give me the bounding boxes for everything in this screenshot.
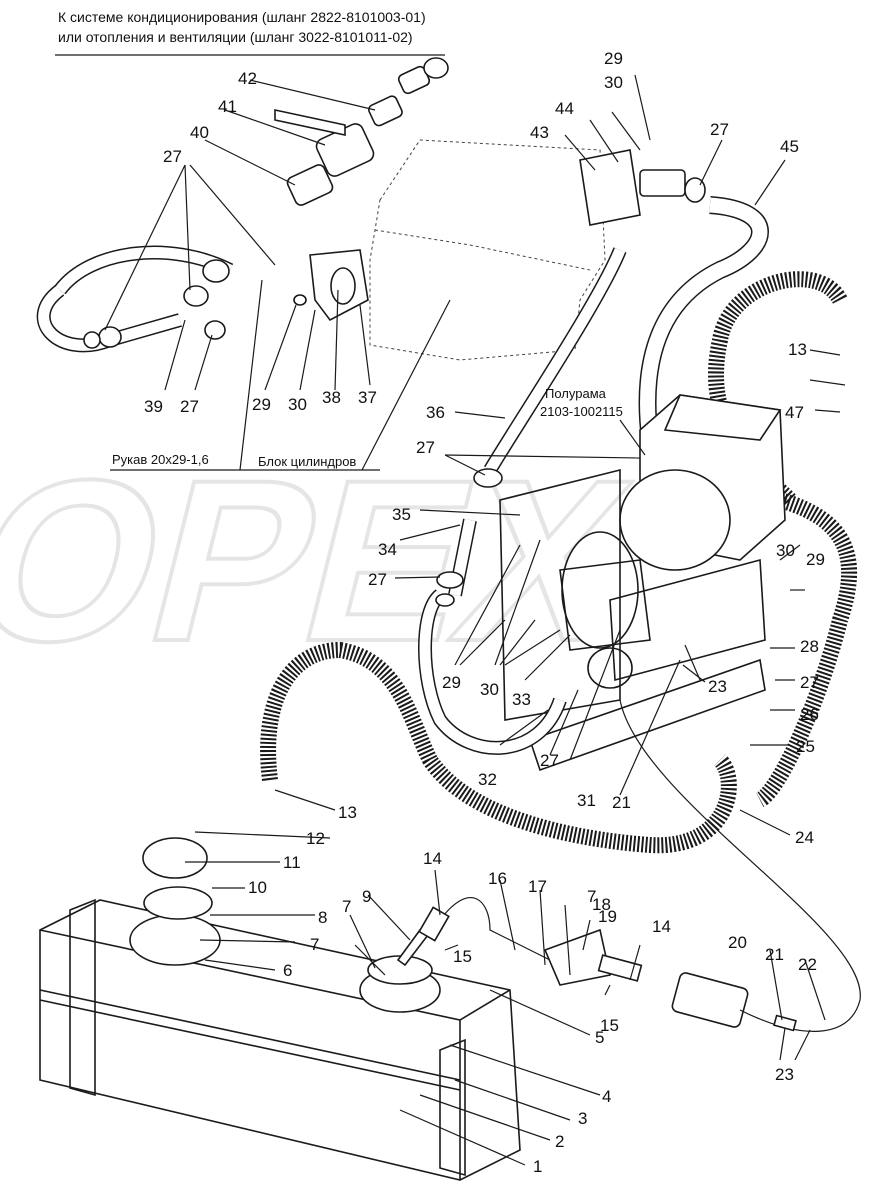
part-number: 39 — [144, 397, 163, 416]
part-number: 32 — [478, 770, 497, 789]
part-number: 34 — [378, 540, 397, 559]
part-number: 29 — [604, 49, 623, 68]
part-number: 30 — [480, 680, 499, 699]
part-number: 27 — [800, 673, 819, 692]
part-number: 33 — [512, 690, 531, 709]
part-number: 23 — [708, 677, 727, 696]
caption-hose: Рукав 20х29-1,6 — [112, 452, 209, 467]
part-number: 35 — [392, 505, 411, 524]
part-number: 27 — [180, 397, 199, 416]
part-number: 27 — [540, 751, 559, 770]
part-number: 45 — [780, 137, 799, 156]
part-number: 14 — [652, 917, 671, 936]
corrugated-hoses — [260, 271, 858, 854]
part-numbers: 1 2 3 4 5 6 7 7 7 8 9 10 11 12 13 13 14 … — [144, 49, 825, 1176]
part-number: 3 — [578, 1109, 587, 1128]
caption-cylinder-block: Блок цилиндров — [258, 454, 356, 469]
part-number: 19 — [598, 907, 617, 926]
part-number: 37 — [358, 388, 377, 407]
caption-subframe-line2: 2103-1002115 — [540, 404, 623, 419]
part-number: 14 — [423, 849, 442, 868]
coolant-hose-assembly-top — [36, 57, 449, 353]
part-number: 21 — [765, 945, 784, 964]
heater-unit — [499, 394, 786, 772]
part-number: 18 — [592, 895, 611, 914]
part-number: 4 — [602, 1087, 611, 1106]
captions: К системе кондиционирования (шланг 2822-… — [58, 9, 623, 469]
part-number: 30 — [604, 73, 623, 92]
part-number: 41 — [218, 97, 237, 116]
part-number: 28 — [800, 637, 819, 656]
part-number: 13 — [338, 803, 357, 822]
part-number: 20 — [728, 933, 747, 952]
part-number: 38 — [322, 388, 341, 407]
part-number: 23 — [775, 1065, 794, 1084]
fuel-tank — [39, 837, 521, 1181]
part-number: 13 — [788, 340, 807, 359]
part-number: 24 — [795, 828, 814, 847]
part-number: 2 — [555, 1132, 564, 1151]
part-number: 30 — [288, 395, 307, 414]
part-number: 17 — [528, 877, 547, 896]
part-number: 22 — [798, 955, 817, 974]
part-number: 1 — [533, 1157, 542, 1176]
part-number: 44 — [555, 99, 574, 118]
part-number: 8 — [318, 908, 327, 927]
part-number: 7 — [342, 897, 351, 916]
part-number: 5 — [595, 1028, 604, 1047]
part-number: 47 — [785, 403, 804, 422]
part-number: 29 — [806, 550, 825, 569]
caption-top-line1: К системе кондиционирования (шланг 2822-… — [58, 9, 426, 25]
fuel-line-assembly — [418, 699, 861, 1032]
part-number: 15 — [600, 1016, 619, 1035]
caption-top-line2: или отопления и вентиляции (шланг 3022-8… — [58, 29, 413, 45]
part-number: 31 — [577, 791, 596, 810]
part-number: 27 — [416, 438, 435, 457]
part-number: 16 — [488, 869, 507, 888]
part-number: 29 — [442, 673, 461, 692]
leader-lines — [55, 54, 846, 1166]
part-number: 11 — [283, 853, 301, 872]
part-number: 9 — [362, 887, 371, 906]
part-number: 12 — [306, 829, 325, 848]
part-number: 27 — [163, 147, 182, 166]
part-number: 43 — [530, 123, 549, 142]
part-number: 26 — [800, 705, 819, 724]
part-number: 40 — [190, 123, 209, 142]
part-number: 15 — [453, 947, 472, 966]
part-number: 29 — [252, 395, 271, 414]
part-number: 25 — [796, 737, 815, 756]
watermark-text: OPEX — [0, 433, 651, 689]
part-number: 36 — [426, 403, 445, 422]
part-number: 6 — [283, 961, 292, 980]
part-number: 7 — [310, 935, 319, 954]
part-number: 7 — [587, 887, 596, 906]
heater-outlet-assembly — [579, 149, 769, 442]
part-number: 27 — [710, 120, 729, 139]
part-number: 10 — [248, 878, 267, 897]
part-number: 21 — [612, 793, 631, 812]
part-number: 30 — [776, 541, 795, 560]
watermark: OPEX — [0, 431, 653, 691]
cylinder-block-outline — [369, 139, 606, 361]
part-number: 27 — [368, 570, 387, 589]
caption-subframe-line1: Полурама — [545, 386, 607, 401]
part-number: 42 — [238, 69, 257, 88]
